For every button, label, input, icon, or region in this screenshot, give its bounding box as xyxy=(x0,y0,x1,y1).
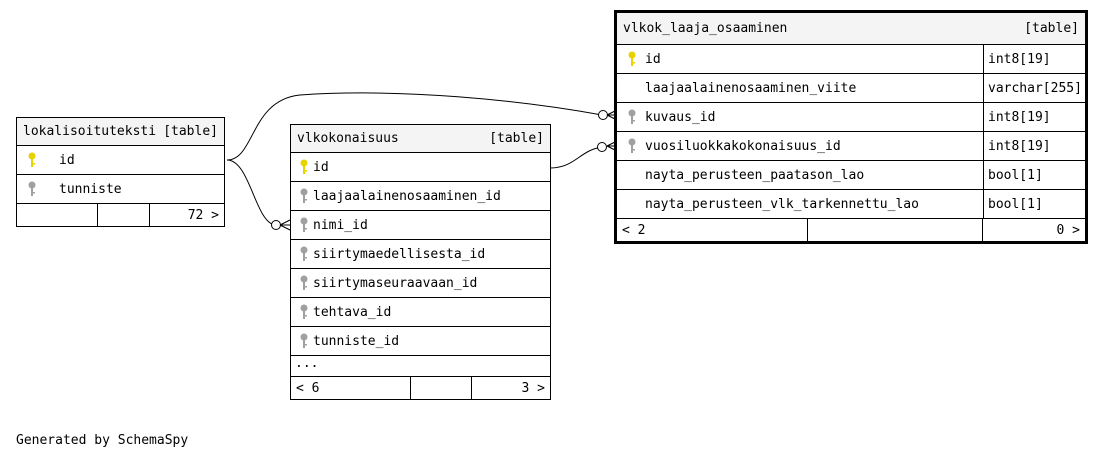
edge-end-circle xyxy=(271,220,281,230)
table-header: vlkokonaisuus [table] xyxy=(291,125,550,153)
table-kind: [table] xyxy=(489,131,544,146)
index-key-icon xyxy=(295,217,313,233)
column-row-nayta-perusteen-vlk-tarkennettu-lao[interactable]: nayta_perusteen_vlk_tarkennettu_lao bool… xyxy=(617,190,1085,219)
table-name: vlkokonaisuus xyxy=(297,131,399,146)
column-name: id xyxy=(645,51,661,67)
column-name: id xyxy=(59,152,75,168)
edge-lokalisoituteksti-to-kuvaus xyxy=(226,92,603,161)
footer-parents[interactable]: < 2 xyxy=(617,219,808,241)
column-name: tunniste xyxy=(59,181,122,197)
table-footer: < 2 0 > xyxy=(617,219,1085,241)
index-key-icon xyxy=(623,138,641,154)
column-row-siirtymaedellisesta-id[interactable]: siirtymaedellisesta_id xyxy=(291,240,550,269)
footer-children[interactable]: 0 > xyxy=(1056,222,1080,238)
footer-parents[interactable] xyxy=(17,204,98,226)
column-name: siirtymaseuraavaan_id xyxy=(313,275,478,291)
edge-vlkokonaisuus-to-vuosiluokka xyxy=(549,146,603,169)
primary-key-icon xyxy=(623,51,641,67)
table-header: vlkok_laaja_osaaminen [table] xyxy=(617,13,1085,45)
column-row-id[interactable]: id xyxy=(291,153,550,182)
column-type: int8[19] xyxy=(983,45,1085,73)
column-type: int8[19] xyxy=(983,103,1085,131)
column-name: id xyxy=(313,159,329,175)
generated-by-credit: Generated by SchemaSpy xyxy=(16,433,189,448)
column-name: kuvaus_id xyxy=(645,109,716,125)
table-name: vlkok_laaja_osaaminen xyxy=(623,21,788,36)
column-name: tunniste_id xyxy=(313,333,400,349)
column-row-id[interactable]: id int8[19] xyxy=(617,45,1085,74)
column-type: int8[19] xyxy=(983,132,1085,160)
index-key-icon xyxy=(623,109,641,125)
index-key-icon xyxy=(295,304,313,320)
index-key-icon xyxy=(295,333,313,349)
index-key-icon xyxy=(295,275,313,291)
edge-crowfoot xyxy=(279,219,291,231)
column-type: bool[1] xyxy=(983,190,1085,218)
column-row-tehtava-id[interactable]: tehtava_id xyxy=(291,298,550,327)
table-vlkok-laaja-osaaminen[interactable]: vlkok_laaja_osaaminen [table] id int8[19… xyxy=(614,10,1088,244)
table-lokalisoituteksti[interactable]: lokalisoituteksti [table] id tunniste 72… xyxy=(16,117,225,227)
primary-key-icon xyxy=(295,159,313,175)
column-row-siirtymaseuraavaan-id[interactable]: siirtymaseuraavaan_id xyxy=(291,269,550,298)
column-name: tehtava_id xyxy=(313,304,392,320)
column-name: nayta_perusteen_vlk_tarkennettu_lao xyxy=(645,196,919,212)
column-row-tunniste[interactable]: tunniste xyxy=(17,175,224,204)
column-row-id[interactable]: id xyxy=(17,146,224,175)
column-row-laajaalainenosaaminen-viite[interactable]: laajaalainenosaaminen_viite varchar[255] xyxy=(617,74,1085,103)
edge-end-circle xyxy=(598,110,608,120)
edge-lokalisoituteksti-to-nimi xyxy=(226,159,276,226)
index-key-icon xyxy=(295,188,313,204)
table-footer: < 6 3 > xyxy=(291,377,550,399)
column-name: siirtymaedellisesta_id xyxy=(313,246,486,262)
primary-key-icon xyxy=(23,152,41,168)
table-kind: [table] xyxy=(1024,21,1079,36)
column-name: vuosiluokkakokonaisuus_id xyxy=(645,138,841,154)
column-row-nayta-perusteen-paatason-lao[interactable]: nayta_perusteen_paatason_lao bool[1] xyxy=(617,161,1085,190)
footer-parents[interactable]: < 6 xyxy=(291,377,411,399)
footer-rows xyxy=(808,219,983,241)
column-row-tunniste-id[interactable]: tunniste_id xyxy=(291,327,550,356)
column-name: nayta_perusteen_paatason_lao xyxy=(645,167,865,183)
column-row-laajaalainenosaaminen-id[interactable]: laajaalainenosaaminen_id xyxy=(291,182,550,211)
table-vlkokonaisuus[interactable]: vlkokonaisuus [table] id laajaalainenosa… xyxy=(290,124,551,400)
column-type: varchar[255] xyxy=(983,74,1085,102)
footer-rows xyxy=(98,204,150,226)
footer-children[interactable]: 72 > xyxy=(187,207,219,223)
footer-rows xyxy=(411,377,472,399)
column-row-kuvaus-id[interactable]: kuvaus_id int8[19] xyxy=(617,103,1085,132)
table-footer: 72 > xyxy=(17,204,224,226)
column-row-nimi-id[interactable]: nimi_id xyxy=(291,211,550,240)
column-name: laajaalainenosaaminen_id xyxy=(313,188,501,204)
index-key-icon xyxy=(23,181,41,197)
index-key-icon xyxy=(295,246,313,262)
column-type: bool[1] xyxy=(983,161,1085,189)
column-name: nimi_id xyxy=(313,217,368,233)
footer-children[interactable]: 3 > xyxy=(521,380,545,396)
column-name: laajaalainenosaaminen_viite xyxy=(645,80,857,96)
table-name: lokalisoituteksti xyxy=(23,124,157,139)
more-columns-indicator: ... xyxy=(291,356,550,377)
column-row-vuosiluokkakokonaisuus-id[interactable]: vuosiluokkakokonaisuus_id int8[19] xyxy=(617,132,1085,161)
table-kind: [table] xyxy=(163,124,218,139)
edge-end-circle xyxy=(597,142,607,152)
table-header: lokalisoituteksti [table] xyxy=(17,118,224,146)
